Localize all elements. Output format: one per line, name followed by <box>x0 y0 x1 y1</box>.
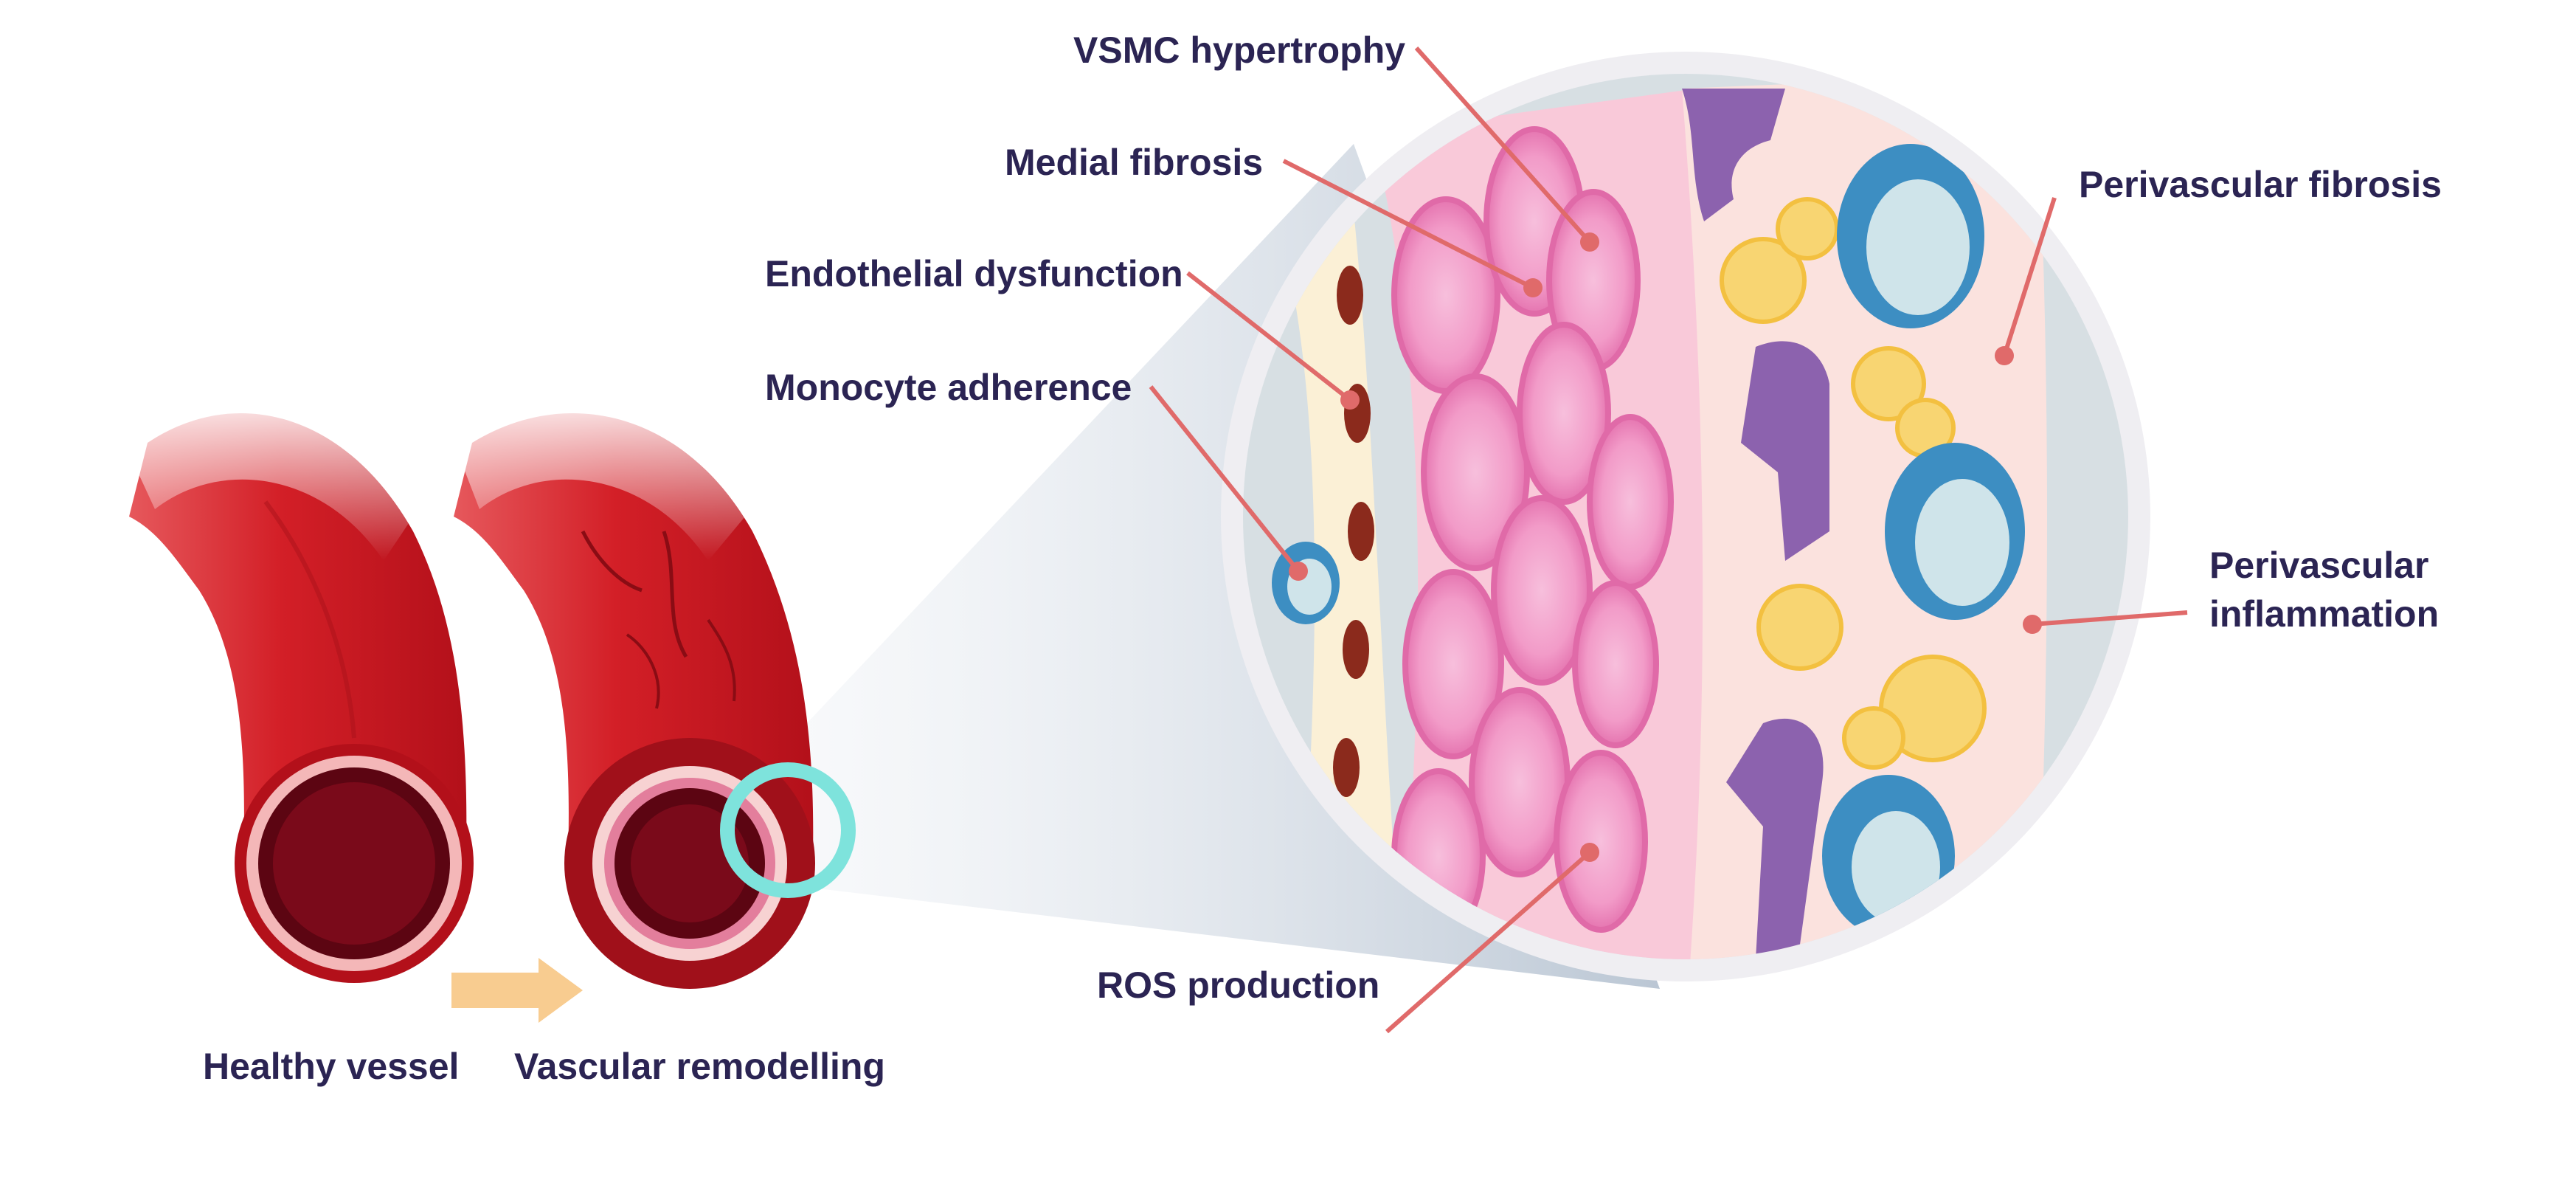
fibroblasts <box>1682 89 1829 959</box>
label-perivascular-fibrosis: Perivascular fibrosis <box>2079 164 2442 205</box>
magnified-tissue <box>1221 52 2150 981</box>
remodelled-vessel-illustration <box>443 384 856 989</box>
label-endothelial-dysfunction: Endothelial dysfunction <box>765 253 1183 294</box>
leader-vsmc-hypertrophy <box>1414 46 1592 244</box>
leader-perivascular-inflammation <box>2032 610 2188 627</box>
leader-monocyte-adherence <box>1149 385 1301 573</box>
label-vascular-remodelling: Vascular remodelling <box>514 1046 885 1087</box>
leader-lines <box>1149 46 2188 1034</box>
progression-arrow <box>451 958 583 1023</box>
label-ros-production: ROS production <box>1097 964 1380 1006</box>
label-perivascular-inflammation: Perivascular inflammation <box>2209 545 2440 635</box>
leader-dots <box>1289 232 2042 862</box>
leader-endothelial-dysfunction <box>1186 271 1351 402</box>
label-monocyte-adherence: Monocyte adherence <box>765 367 1132 408</box>
healthy-vessel-illustration <box>111 384 474 983</box>
label-vsmc-hypertrophy: VSMC hypertrophy <box>1073 30 1406 71</box>
leader-perivascular-fibrosis <box>2002 197 2057 356</box>
leader-ros-production <box>1385 850 1591 1034</box>
label-medial-fibrosis: Medial fibrosis <box>1005 142 1264 183</box>
macrophages <box>1822 144 2025 937</box>
adipocytes <box>1720 197 1987 770</box>
label-healthy-vessel: Healthy vessel <box>203 1046 460 1087</box>
smooth-muscle-cells <box>1391 126 1674 944</box>
highlight-ring <box>720 762 856 898</box>
leader-medial-fibrosis <box>1282 159 1534 290</box>
